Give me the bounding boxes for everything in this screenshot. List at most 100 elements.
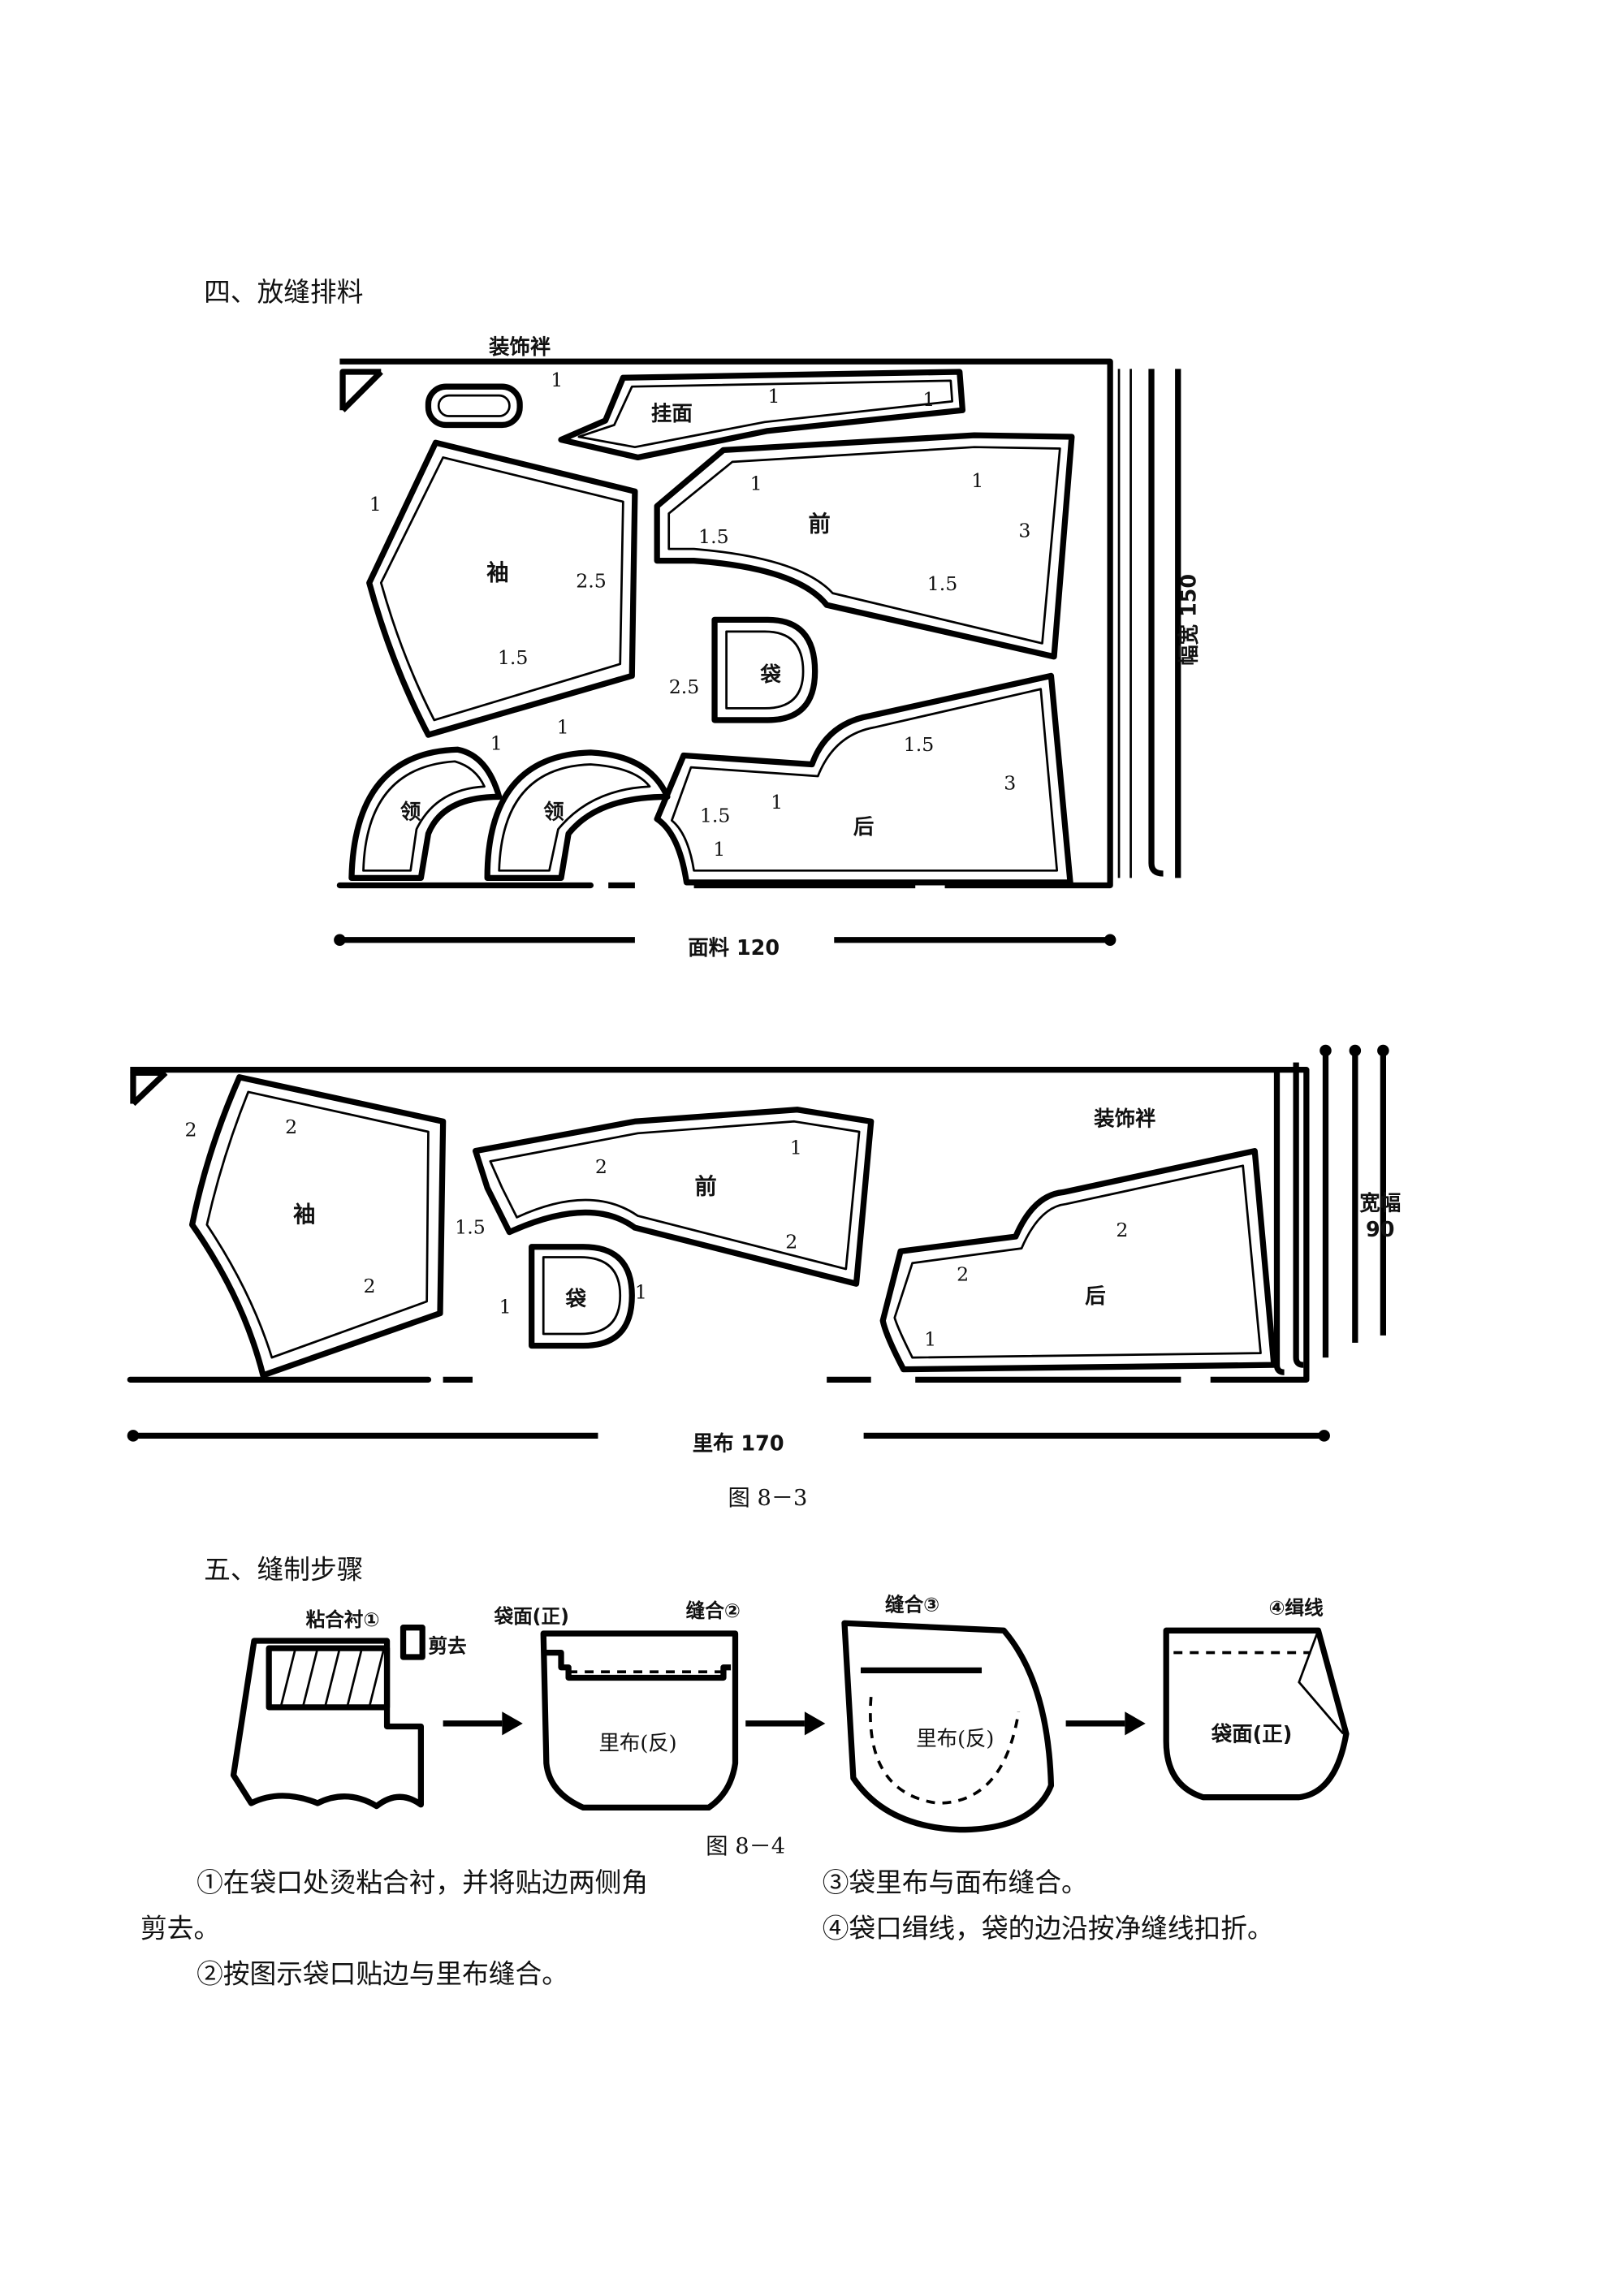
seam-line (379, 456, 624, 722)
trim-corner-marker (400, 1625, 425, 1660)
piece-label-collar-2: 领 (543, 800, 564, 824)
seam-value: 2 (595, 1155, 607, 1178)
piece-label-front: 前 (808, 511, 830, 537)
seam-value: 3 (1018, 520, 1030, 542)
piece-collar-2 (484, 749, 671, 882)
piece-loop (425, 383, 523, 429)
dim-dot (1377, 1044, 1389, 1057)
seam-value: 1.5 (927, 572, 958, 595)
step2-facing (546, 1649, 732, 1681)
selvage-lines (1273, 1062, 1304, 1375)
figure-caption-8-3: 图 8－3 (728, 1486, 808, 1511)
seam-value: 1 (490, 732, 503, 754)
label-pocket-face: 袋面(正) (493, 1605, 568, 1628)
seam-line (362, 760, 486, 872)
piece-label-loop: 装饰袢 (489, 334, 551, 359)
label-interfacing: 粘合衬① (306, 1608, 380, 1631)
dim-dot (1104, 934, 1116, 947)
length-label: 面料 120 (688, 935, 780, 960)
piece-label-loop: 装饰袢 (1094, 1107, 1155, 1131)
piece-label-back: 后 (853, 814, 874, 839)
arrow-head (1125, 1711, 1146, 1736)
label-lining-back-2: 里布(反) (916, 1726, 994, 1750)
piece-front (472, 1107, 875, 1287)
step2-pocket (540, 1630, 739, 1811)
seam-value: 1 (767, 385, 780, 408)
seam-line (577, 379, 954, 449)
dim-dot (127, 1430, 140, 1442)
seam-value: 1.5 (698, 525, 729, 548)
label-trim: 剪去 (428, 1635, 466, 1658)
label-lining-back: 里布(反) (598, 1731, 676, 1755)
width-dimension-line (1148, 369, 1181, 878)
seam-value: 1 (551, 369, 563, 391)
dim-dot (1320, 1044, 1332, 1057)
seam-value: 1.5 (498, 646, 529, 669)
piece-sleeve (366, 439, 638, 738)
section-heading-layout: 四、放缝排料 (204, 277, 363, 308)
dim-dot (334, 934, 346, 947)
seam-allowance-labels: 2 2 2 1.5 2 1 2 1 1 2 2 1 (185, 1116, 1129, 1351)
seam-line (670, 688, 1059, 872)
seam-value: 1 (557, 715, 569, 738)
label-sew-2: 缝合② (686, 1599, 741, 1622)
instruction-step-1: ①在袋口处烫粘合衬，并将贴边两侧角 (197, 1867, 648, 1898)
fabric-layout-diagram: 幅宽 150 面料 120 装饰袢 挂面 袖 前 袋 领 领 后 (334, 334, 1201, 960)
step1-interfacing (266, 1645, 391, 1711)
dim-dot (1349, 1044, 1362, 1057)
piece-label-pocket: 袋 (759, 662, 781, 687)
label-pocket-face-2: 袋面(正) (1211, 1722, 1293, 1746)
label-topstitch-4: ④缉线 (1269, 1596, 1324, 1619)
seam-value: 1 (771, 791, 783, 814)
hatching (279, 1647, 386, 1708)
piece-back (654, 672, 1073, 886)
width-dimension-lines (1322, 1051, 1386, 1358)
piece-pocket (711, 616, 818, 723)
sewing-steps-diagram: 粘合衬① 剪去 袋面(正) 缝合② 里布(反) 缝合③ 里布(反) ④缉线 袋面… (230, 1594, 1350, 1833)
section-heading-sewing: 五、缝制步骤 (204, 1555, 363, 1586)
piece-front (654, 432, 1075, 660)
seam-value: 2 (1116, 1219, 1128, 1241)
instruction-step-2: ②按图示袋口贴边与里布缝合。 (197, 1959, 568, 1990)
selvage-corner (339, 369, 383, 412)
instructions: ①在袋口处烫粘合衬，并将贴边两侧角 剪去。 ②按图示袋口贴边与里布缝合。 ③袋里… (140, 1867, 1274, 1990)
seam-value: 2 (957, 1263, 969, 1286)
seam-line (205, 1090, 430, 1359)
piece-collar-1 (348, 746, 503, 882)
piece-pocket (529, 1244, 635, 1349)
fold-edge (1298, 1629, 1345, 1735)
seam-value: 2 (185, 1118, 197, 1141)
seam-value: 1 (924, 1328, 936, 1351)
selvage-lines (1117, 369, 1132, 878)
piece-back (879, 1148, 1277, 1373)
piece-sleeve (189, 1074, 447, 1379)
piece-label-front: 前 (695, 1173, 717, 1199)
seam-line (893, 1164, 1262, 1359)
seam-value: 1 (922, 388, 935, 411)
seam-value: 1.5 (455, 1215, 486, 1238)
seam-line (542, 1256, 622, 1336)
seam-value: 1 (750, 472, 762, 494)
seam-value: 1 (369, 493, 382, 516)
seam-value: 1.5 (904, 733, 935, 756)
seam-line (498, 763, 651, 872)
dim-dot (1318, 1430, 1330, 1442)
seam-value: 1 (635, 1280, 647, 1303)
lining-border (127, 1067, 1310, 1383)
step3-pocket (841, 1620, 1055, 1833)
width-label-top: 宽幅 (1359, 1190, 1401, 1215)
piece-label-sleeve: 袖 (486, 560, 508, 585)
instruction-step-1-cont: 剪去。 (140, 1913, 220, 1944)
seam-allowance-labels: 1 1 1 1 1 3 1.5 1.5 1 2.5 1.5 2.5 1 1 1.… (369, 369, 1031, 861)
arrow-head (804, 1711, 826, 1736)
seam-value: 2.5 (576, 569, 607, 592)
figure-caption-8-4: 图 8－4 (706, 1834, 785, 1859)
piece-label-collar-1: 领 (400, 800, 421, 824)
step4-pocket (1163, 1627, 1350, 1801)
seam-line (667, 446, 1061, 645)
label-sew-3: 缝合③ (885, 1594, 939, 1616)
seam-line (725, 630, 805, 710)
seam-line (437, 394, 511, 417)
piece-label-back: 后 (1085, 1284, 1105, 1308)
